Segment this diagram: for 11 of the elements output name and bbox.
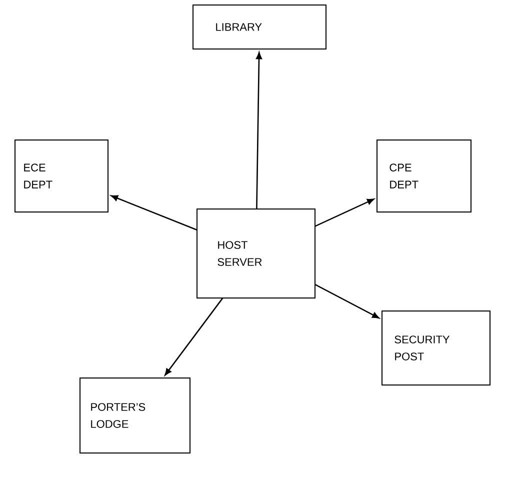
arrow xyxy=(314,284,380,319)
arrow xyxy=(164,298,224,376)
arrow xyxy=(314,198,374,227)
process-box: LIBRARY xyxy=(192,4,326,50)
process-box: PORTER’S LODGE xyxy=(80,377,190,454)
process-box: ECE DEPT xyxy=(14,140,108,212)
process-box: SECURITY POST xyxy=(382,310,490,386)
process-box: CPE DEPT xyxy=(376,140,472,212)
arrow xyxy=(110,195,198,230)
arrow xyxy=(256,52,262,209)
process-box: HOST SERVER xyxy=(196,208,316,298)
